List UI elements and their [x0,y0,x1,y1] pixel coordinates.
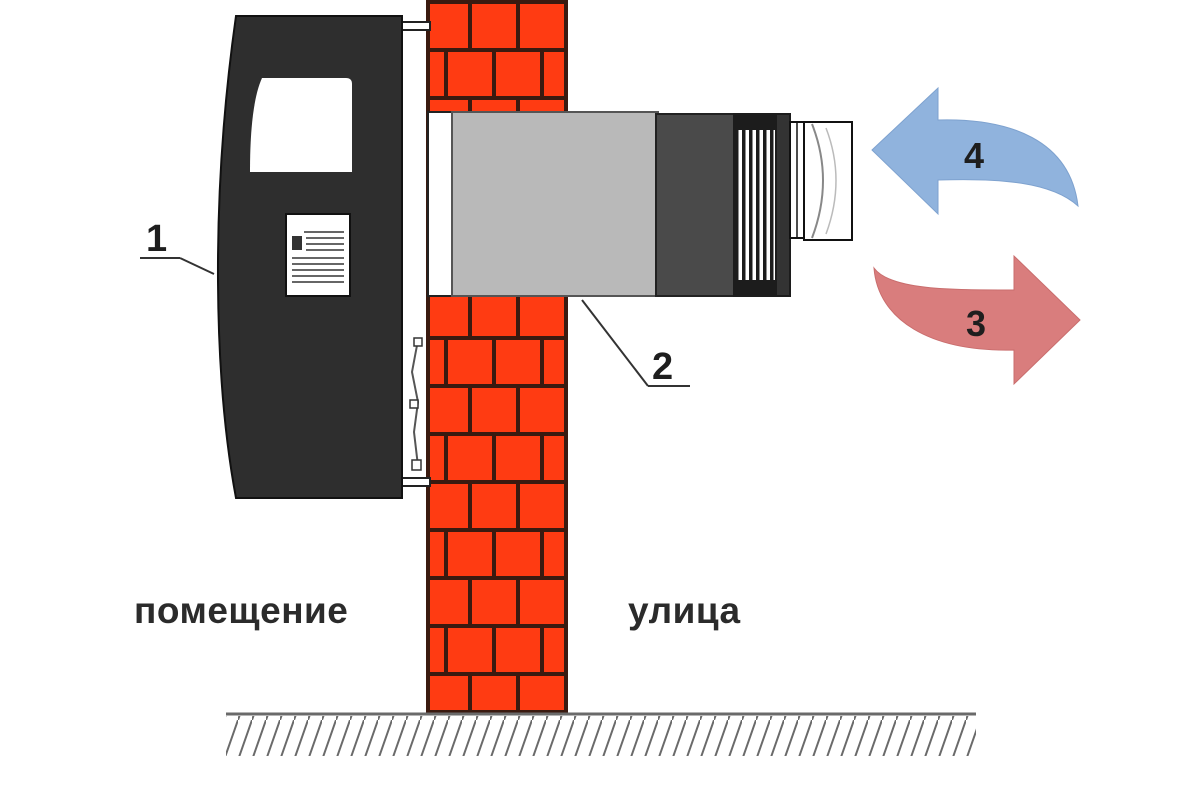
indoor-ventilation-unit [216,15,431,499]
callout-2: 2 [581,299,690,388]
callout-1-label: 1 [146,218,167,260]
street-label: улица [628,590,741,631]
exhaust-air-label: 4 [964,135,984,176]
room-label: помещение [134,590,349,631]
ground [226,712,976,756]
unit-info-label [285,213,351,297]
exhaust-air-arrow: 4 [871,86,1079,216]
wall-duct [427,111,853,297]
unit-cable [409,337,423,471]
supply-air-arrow: 3 [873,254,1081,386]
callout-2-label: 2 [652,346,673,388]
unit-display-window [250,78,352,172]
brick-wall [426,0,568,714]
supply-air-label: 3 [966,303,986,344]
outlet-cap [789,121,853,241]
callout-1: 1 [140,218,215,275]
